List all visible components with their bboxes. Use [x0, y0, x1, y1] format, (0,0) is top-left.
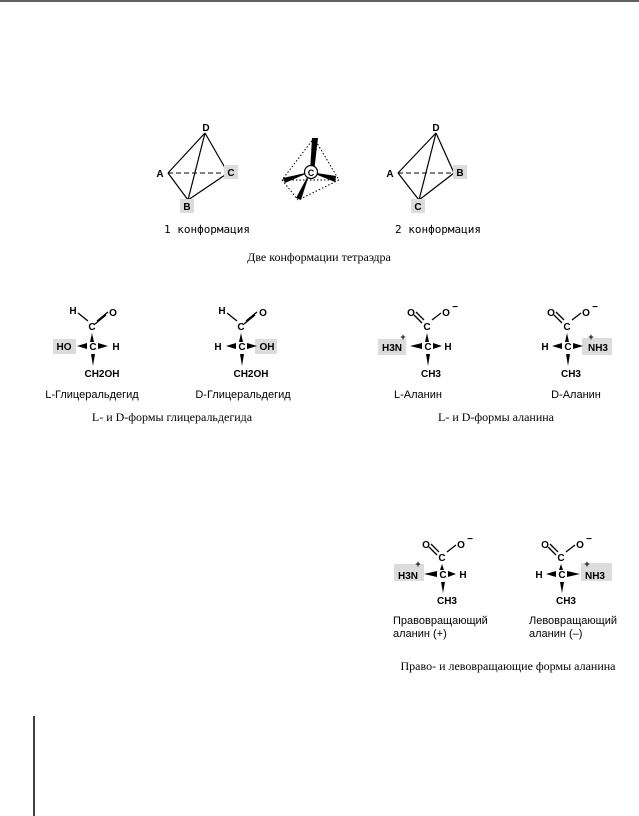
substituent-left: H — [214, 342, 221, 353]
molecule-l-glyceraldehyde: H O C C HO H CH2OH L-Глицеральдегид — [45, 306, 139, 401]
substituent-right: NH3 — [588, 343, 608, 354]
substituent-left: H — [541, 342, 548, 353]
atom-c: C — [557, 553, 564, 564]
atom-o-minus: O — [457, 540, 465, 551]
highlight-box — [224, 165, 238, 179]
atom-c: C — [563, 322, 570, 333]
molecule-name: D-Аланин — [551, 389, 601, 401]
atom-h: H — [69, 306, 76, 317]
vertex-label-top: D — [432, 123, 439, 134]
section-caption-alanine: L- и D-формы аланина — [438, 410, 555, 424]
atom-o-minus: O — [442, 308, 450, 319]
atom-c: C — [438, 553, 445, 564]
substituent-bottom: CH3 — [437, 596, 457, 607]
substituent-right: NH3 — [585, 571, 605, 582]
center-atom-label: C — [308, 168, 315, 178]
charge-plus: + — [584, 559, 589, 569]
charge-minus: − — [452, 302, 458, 313]
substituent-bottom: CH2OH — [233, 369, 268, 380]
highlight-box — [378, 339, 406, 355]
atom-o: O — [422, 540, 430, 551]
substituent-left: H — [535, 570, 542, 581]
substituent-left: H3N — [382, 343, 402, 354]
section-caption-tetrahedra: Две конформации тетраэдра — [247, 250, 391, 264]
substituent-left: HO — [57, 342, 72, 353]
conformation-caption: 1 конформация — [164, 223, 250, 236]
molecule-name: L-Аланин — [394, 389, 442, 401]
molecule-d-alanine: O O − C C + H NH3 CH3 D-Аланин — [541, 302, 612, 401]
highlight-box — [180, 199, 194, 213]
atom-c-center: C — [564, 342, 571, 353]
molecule-name-line-2: аланин (+) — [393, 628, 447, 640]
tetrahedron-conformation-1: D A C B 1 конформация — [156, 123, 250, 236]
substituent-right: H — [459, 570, 466, 581]
vertex-label-right: B — [456, 168, 463, 179]
molecule-name: D-Глицеральдегид — [195, 389, 291, 401]
highlight-box — [453, 165, 467, 179]
substituent-left: H3N — [398, 571, 418, 582]
charge-minus: − — [592, 302, 598, 313]
highlight-box — [582, 338, 612, 355]
molecule-l-alanine: O O − C C + H3N H CH3 L-Аланин — [378, 302, 458, 401]
atom-c: C — [88, 322, 95, 333]
charge-plus: + — [415, 559, 420, 569]
atom-o: O — [547, 308, 555, 319]
molecule-dextrorotatory-alanine: O O − C C + H3N H CH3 Правовращающий ала… — [393, 534, 488, 640]
atom-o-minus: O — [582, 308, 590, 319]
charge-plus: + — [400, 332, 405, 342]
atom-c: C — [237, 322, 244, 333]
substituent-bottom: CH2OH — [84, 369, 119, 380]
molecule-d-glyceraldehyde: H O C C H OH CH2OH D-Глицеральдегид — [195, 306, 291, 401]
highlight-box — [411, 199, 425, 213]
highlight-box — [255, 339, 277, 354]
atom-c-center: C — [238, 342, 245, 353]
tetrahedron-conformation-2: D A B C 2 конформация — [386, 123, 481, 236]
molecule-name-line-1: Правовращающий — [393, 615, 488, 627]
atom-c-center: C — [439, 570, 446, 581]
molecule-name: L-Глицеральдегид — [45, 389, 139, 401]
molecule-name-line-2: аланин (–) — [529, 628, 582, 640]
atom-o-minus: O — [576, 540, 584, 551]
substituent-bottom: CH3 — [556, 596, 576, 607]
substituent-bottom: CH3 — [561, 369, 581, 380]
highlight-box — [394, 564, 424, 581]
substituent-right: H — [112, 342, 119, 353]
molecule-levorotatory-alanine: O O − C C + H NH3 CH3 Левовращающий алан… — [529, 534, 617, 640]
tetrahedron-3d-model: C — [281, 137, 340, 201]
section-caption-glyceraldehyde: L- и D-формы глицеральдегида — [92, 410, 253, 424]
charge-minus: − — [586, 534, 592, 545]
atom-c-center: C — [424, 342, 431, 353]
molecule-name-line-1: Левовращающий — [529, 615, 617, 627]
atom-o: O — [407, 308, 415, 319]
atom-c-center: C — [89, 342, 96, 353]
atom-o: O — [109, 308, 117, 319]
atom-o: O — [541, 540, 549, 551]
vertex-label-top: D — [202, 123, 209, 134]
charge-minus: − — [467, 534, 473, 545]
vertex-label-left: A — [156, 169, 163, 180]
substituent-right: H — [444, 342, 451, 353]
section-caption-rotation: Право- и левовращающие формы аланина — [401, 659, 617, 673]
atom-c-center: C — [558, 570, 565, 581]
conformation-caption: 2 конформация — [395, 223, 481, 236]
atom-h: H — [218, 306, 225, 317]
substituent-right: OH — [260, 342, 275, 353]
vertex-label-left: A — [386, 169, 393, 180]
highlight-box — [53, 339, 76, 354]
highlight-box — [581, 563, 612, 581]
vertex-label-right: C — [227, 168, 234, 179]
charge-plus: + — [588, 332, 593, 342]
atom-c: C — [423, 322, 430, 333]
atom-o: O — [259, 308, 267, 319]
vertex-label-bottom: B — [183, 202, 190, 213]
substituent-bottom: CH3 — [421, 369, 441, 380]
vertex-label-bottom: C — [414, 202, 421, 213]
